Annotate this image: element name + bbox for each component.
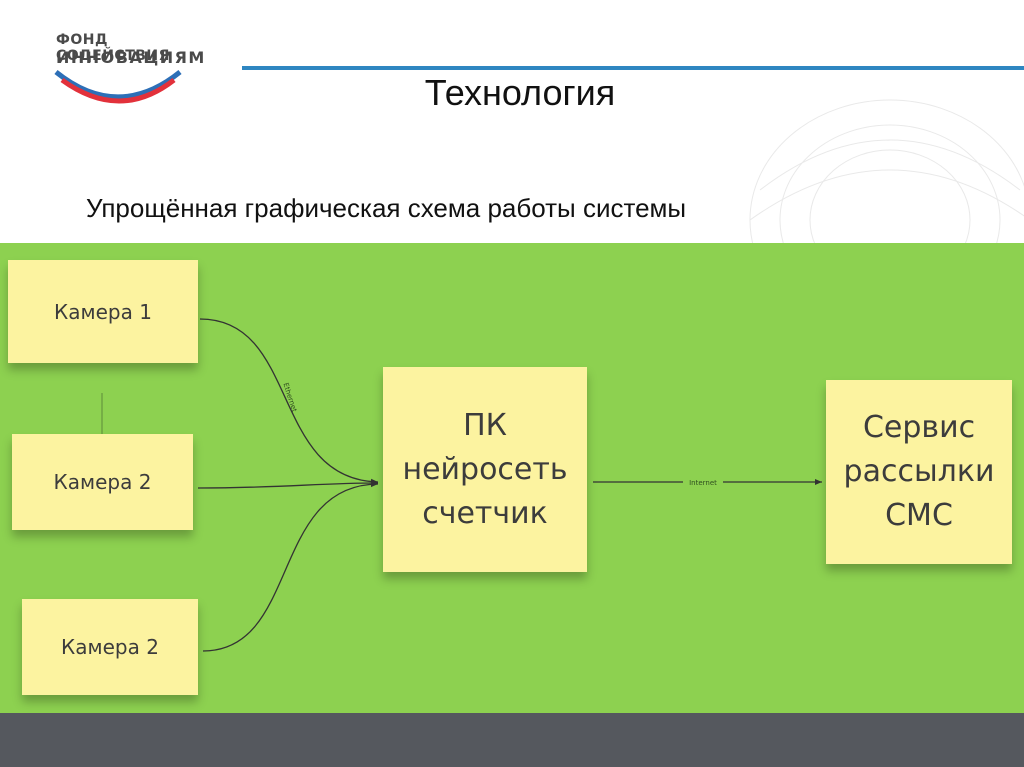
node-label: Камера 1 xyxy=(54,299,152,324)
logo-line-2: ИННОВАЦИЯМ xyxy=(56,48,206,67)
node-sms-service: Сервис рассылки СМС xyxy=(826,380,1012,564)
edge-label-internet: Internet xyxy=(689,479,717,487)
node-label: ПК нейросеть счетчик xyxy=(402,407,568,531)
node-camera-2: Камера 2 xyxy=(12,434,193,530)
edge-cam2-pc xyxy=(197,480,379,489)
header-rule xyxy=(242,66,1024,70)
edge-cam3-pc xyxy=(202,481,379,652)
footer-bar xyxy=(0,713,1024,767)
edge-cam1-pc xyxy=(199,318,379,485)
slide-subtitle: Упрощённая графическая схема работы сист… xyxy=(86,193,687,223)
logo-line-1: ФОНД СОДЕЙСТВИЯ xyxy=(56,32,170,64)
node-label: Камера 2 xyxy=(61,635,159,659)
logo-swoosh-icon xyxy=(54,70,182,104)
node-camera-1: Камера 1 xyxy=(8,260,198,363)
node-pc-neural-counter: ПК нейросеть счетчик xyxy=(383,367,587,572)
slide-title: Технология xyxy=(424,72,616,113)
decorative-globe-icon xyxy=(749,99,1024,250)
node-label: Сервис рассылки СМС xyxy=(843,410,995,533)
logo: ФОНД СОДЕЙСТВИЯ ИННОВАЦИЯМ xyxy=(48,28,204,114)
diagram-connectors: Ethernet Internet xyxy=(101,318,822,652)
node-camera-3: Камера 2 xyxy=(22,599,198,695)
edge-label-ethernet: Ethernet xyxy=(281,382,298,413)
node-label: Камера 2 xyxy=(53,470,152,494)
